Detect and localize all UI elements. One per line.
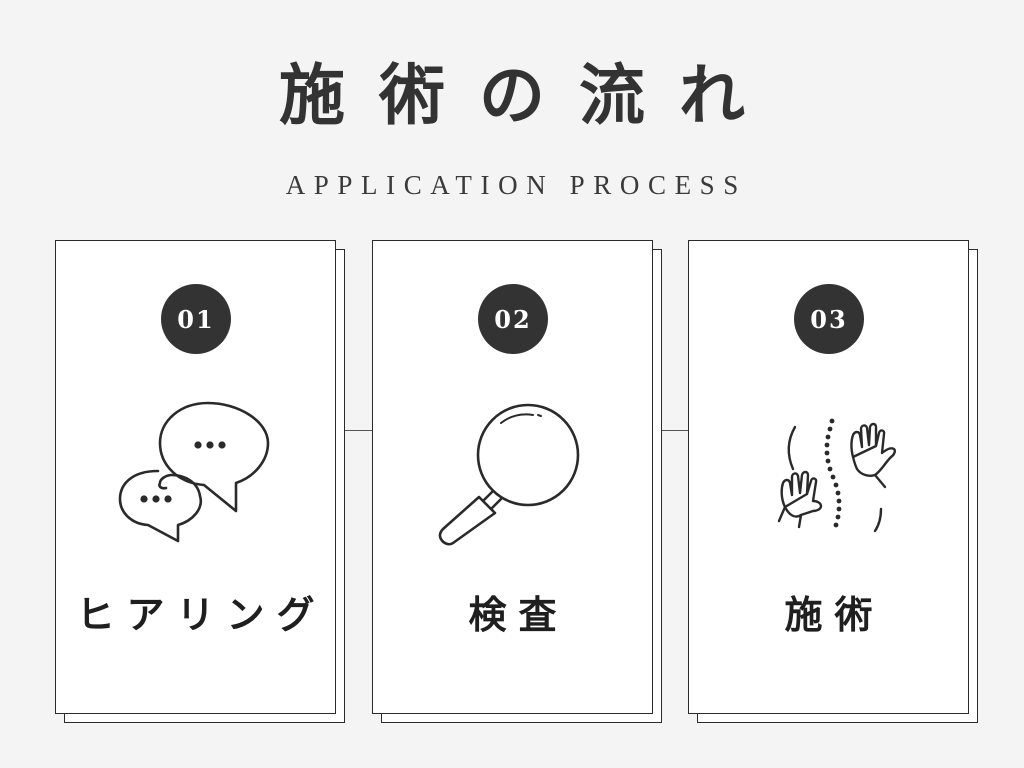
step-card-3: 03 施術	[688, 240, 969, 714]
hands-spine-icon	[777, 418, 896, 533]
connector-line	[652, 430, 688, 431]
connector-line	[336, 430, 372, 431]
step-number-badge: 02	[478, 284, 548, 354]
step-label: ヒアリング	[76, 592, 327, 637]
step-card-1: 01 ヒアリング	[55, 240, 336, 714]
step-label: 検査	[468, 592, 569, 637]
speech-bubbles-icon	[118, 401, 270, 543]
step-card-2: 02 検査	[372, 240, 653, 714]
step-number-badge: 01	[161, 284, 231, 354]
page-subtitle: APPLICATION PROCESS	[285, 170, 747, 200]
step-label: 施術	[784, 592, 885, 637]
magnifying-glass-icon	[438, 403, 580, 546]
step-number-badge: 03	[794, 284, 864, 354]
page-title: 施術の流れ	[279, 56, 779, 134]
